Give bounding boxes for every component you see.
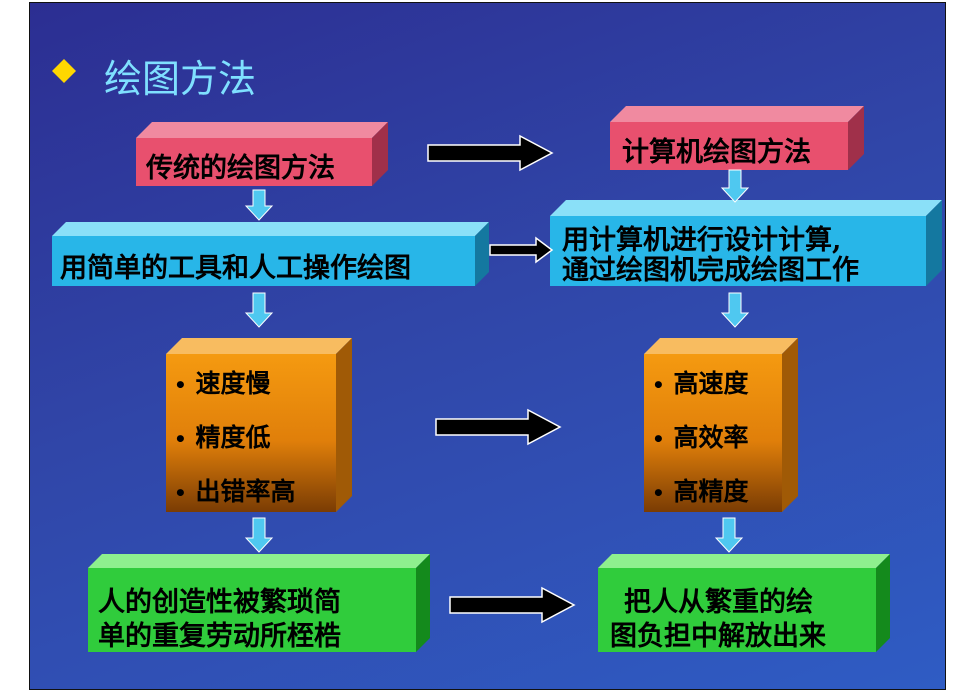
liberation-box: 把人从繁重的绘 图负担中解放出来 xyxy=(598,554,890,652)
drawback-item: • 速度慢 xyxy=(174,364,271,400)
drawback-item: • 精度低 xyxy=(174,418,271,454)
benefit-item: • 高效率 xyxy=(652,418,749,454)
down-arrow-icon xyxy=(720,169,750,203)
benefit-speed: 高速度 xyxy=(673,369,749,398)
right-arrow-icon xyxy=(435,408,562,446)
manual-drawing-box: 用简单的工具和人工操作绘图 xyxy=(52,222,489,286)
traditional-method-label: 传统的绘图方法 xyxy=(146,153,335,184)
down-arrow-icon xyxy=(720,292,750,328)
drawback-precision: 精度低 xyxy=(195,423,271,452)
down-arrow-icon xyxy=(244,517,274,553)
liberation-line-1: 把人从繁重的绘 xyxy=(624,587,813,618)
bullet-icon: • xyxy=(174,427,187,451)
bullet-icon: • xyxy=(652,481,665,505)
bullet-icon: • xyxy=(652,427,665,451)
creativity-line-1: 人的创造性被繁琐简 xyxy=(98,587,341,618)
computer-process-line-1: 用计算机进行设计计算, xyxy=(562,225,842,256)
right-arrow-icon xyxy=(489,236,554,264)
benefit-precision: 高精度 xyxy=(673,477,749,506)
drawbacks-box: • 速度慢 • 精度低 • 出错率高 xyxy=(166,338,352,512)
computer-method-label: 计算机绘图方法 xyxy=(622,137,811,168)
traditional-method-box: 传统的绘图方法 xyxy=(136,120,388,186)
slide-title: 绘图方法 xyxy=(104,57,257,101)
down-arrow-icon xyxy=(714,517,744,553)
benefits-box: • 高速度 • 高效率 • 高精度 xyxy=(644,338,798,512)
benefit-item: • 高精度 xyxy=(652,472,749,508)
computer-process-box: 用计算机进行设计计算, 通过绘图机完成绘图工作 xyxy=(550,200,942,286)
bullet-icon: • xyxy=(174,373,187,397)
benefit-efficiency: 高效率 xyxy=(673,423,749,452)
manual-drawing-label: 用简单的工具和人工操作绘图 xyxy=(60,253,411,284)
benefit-item: • 高速度 xyxy=(652,364,749,400)
drawback-error-rate: 出错率高 xyxy=(195,477,296,506)
down-arrow-icon xyxy=(244,292,274,328)
creativity-line-2: 单的重复劳动所桎梏 xyxy=(98,621,341,652)
drawback-speed: 速度慢 xyxy=(195,369,271,398)
drawback-item: • 出错率高 xyxy=(174,472,296,508)
bullet-icon: • xyxy=(652,373,665,397)
right-arrow-icon xyxy=(427,134,554,172)
creativity-constrained-box: 人的创造性被繁琐简 单的重复劳动所桎梏 xyxy=(88,554,430,652)
diamond-bullet-icon xyxy=(52,59,76,83)
liberation-line-2: 图负担中解放出来 xyxy=(610,621,826,652)
right-arrow-icon xyxy=(449,586,576,624)
computer-method-box: 计算机绘图方法 xyxy=(610,106,864,170)
bullet-icon: • xyxy=(174,481,187,505)
down-arrow-icon xyxy=(244,189,274,221)
computer-process-line-2: 通过绘图机完成绘图工作 xyxy=(562,255,859,286)
